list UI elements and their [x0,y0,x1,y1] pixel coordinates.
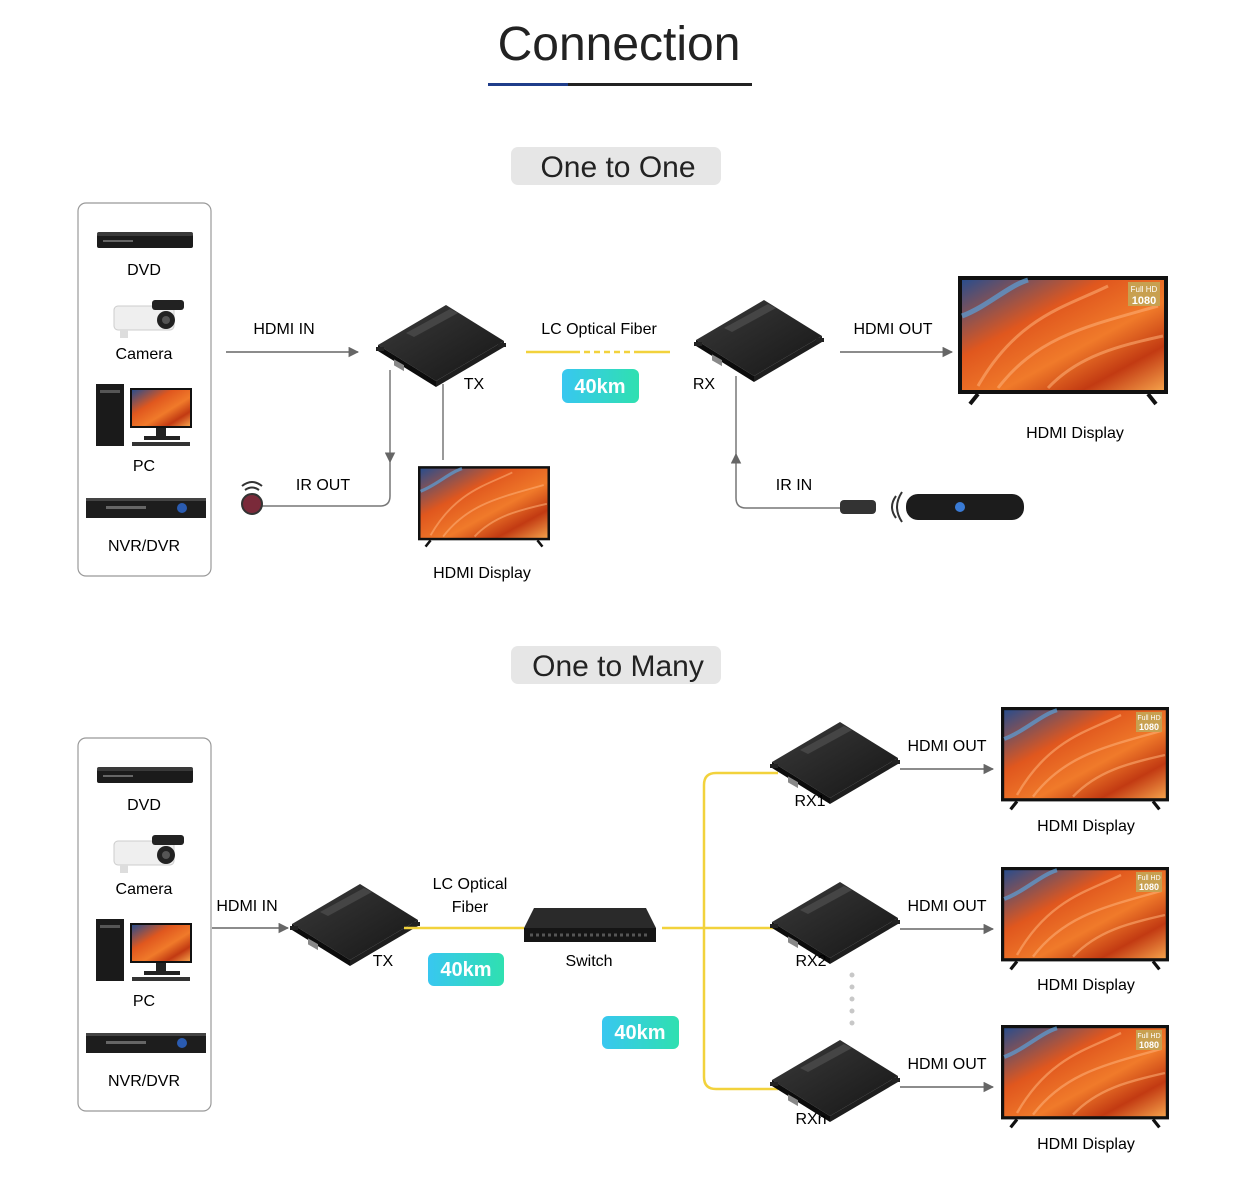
source-label-camera: Camera [116,346,173,363]
distance-label-2: 40km [614,1022,665,1044]
distance-badge-2 [602,1016,679,1049]
ir-in-cable [730,452,840,509]
one-to-many-pill [511,646,721,684]
rx2-label: RX2 [795,953,826,970]
dvd-icon [97,767,193,783]
distance-badge-1 [428,953,504,986]
one-to-one-heading: One to One [540,151,695,184]
ir-out-label: IR OUT [296,477,350,494]
remote-button-icon [955,502,965,512]
full-hd-badge [1128,282,1160,306]
local-display-icon [418,466,550,548]
source-label-dvd: DVD [127,262,161,279]
hdmi-in-label: HDMI IN [216,898,277,915]
full-hd-badge-line2: 1080 [1132,295,1156,307]
source-label-nvr: NVR/DVR [108,1073,180,1090]
full-hd-badge-line1: Full HD [1137,1033,1160,1040]
rx-extender-icon [694,300,824,382]
nvr-icon [86,498,206,518]
ir-wave-icon [891,491,903,523]
page-title: Connection [498,18,741,71]
local-display-label: HDMI Display [433,565,531,582]
full-hd-badge-line1: Full HD [1137,875,1160,882]
ir-in-label: IR IN [776,477,812,494]
fiber-label: LC Optical Fiber [541,321,657,338]
tx-label: TX [373,953,394,970]
nvr-icon [86,1033,206,1053]
ir-receiver-icon [840,500,876,514]
more-receivers-dots [849,972,855,1026]
full-hd-badge [1136,712,1162,732]
full-hd-badge [1136,1030,1162,1050]
full-hd-badge [1136,872,1162,892]
source-label-dvd: DVD [127,797,161,814]
pc-icon [96,919,192,981]
pc-icon [96,384,192,446]
rx2-hdmi-out-label: HDMI OUT [907,898,986,915]
one-to-many-heading: One to Many [532,650,704,683]
distance-badge [562,369,639,403]
source-label-pc: PC [133,458,155,475]
ir-signal-icon [241,481,263,491]
rx2-extender-icon [770,882,900,964]
one-to-one-pill [511,147,721,185]
rx1-hdmi-out-label: HDMI OUT [907,738,986,755]
full-hd-badge-line1: Full HD [1131,285,1158,294]
rx1-extender-icon [770,722,900,804]
ir-emitter-icon [241,493,263,515]
title-underline-accent [488,83,568,86]
rx-label: RX [693,376,716,393]
source-label-nvr: NVR/DVR [108,538,180,555]
tx-label: TX [464,376,485,393]
full-hd-badge-line2: 1080 [1139,722,1159,732]
rxn-label: RXn [795,1111,826,1128]
full-hd-badge-line1: Full HD [1137,715,1160,722]
full-hd-badge-line2: 1080 [1139,882,1159,892]
hdmi-out-label: HDMI OUT [853,321,932,338]
hdmi-in-label: HDMI IN [253,321,314,338]
main-display-label: HDMI Display [1026,425,1124,442]
fiber-label-line2: Fiber [452,899,489,916]
tx-extender-icon [290,884,420,966]
fiber-branch-line [702,771,778,1091]
switch-icon [524,908,656,928]
tx-extender-icon [376,305,506,387]
title-underline [568,83,752,86]
distance-label: 40km [574,376,625,398]
rxn-display-label: HDMI Display [1037,1136,1135,1153]
rxn-hdmi-out-label: HDMI OUT [907,1056,986,1073]
dvd-icon [97,232,193,248]
source-label-camera: Camera [116,881,173,898]
rxn-extender-icon [770,1040,900,1122]
switch-label: Switch [565,953,612,970]
rx1-display-label: HDMI Display [1037,818,1135,835]
fiber-label-line1: LC Optical [433,876,508,893]
source-label-pc: PC [133,993,155,1010]
distance-label-1: 40km [440,959,491,981]
rx2-display-label: HDMI Display [1037,977,1135,994]
ir-out-cable [262,462,391,507]
full-hd-badge-line2: 1080 [1139,1040,1159,1050]
rx1-label: RX1 [794,793,825,810]
